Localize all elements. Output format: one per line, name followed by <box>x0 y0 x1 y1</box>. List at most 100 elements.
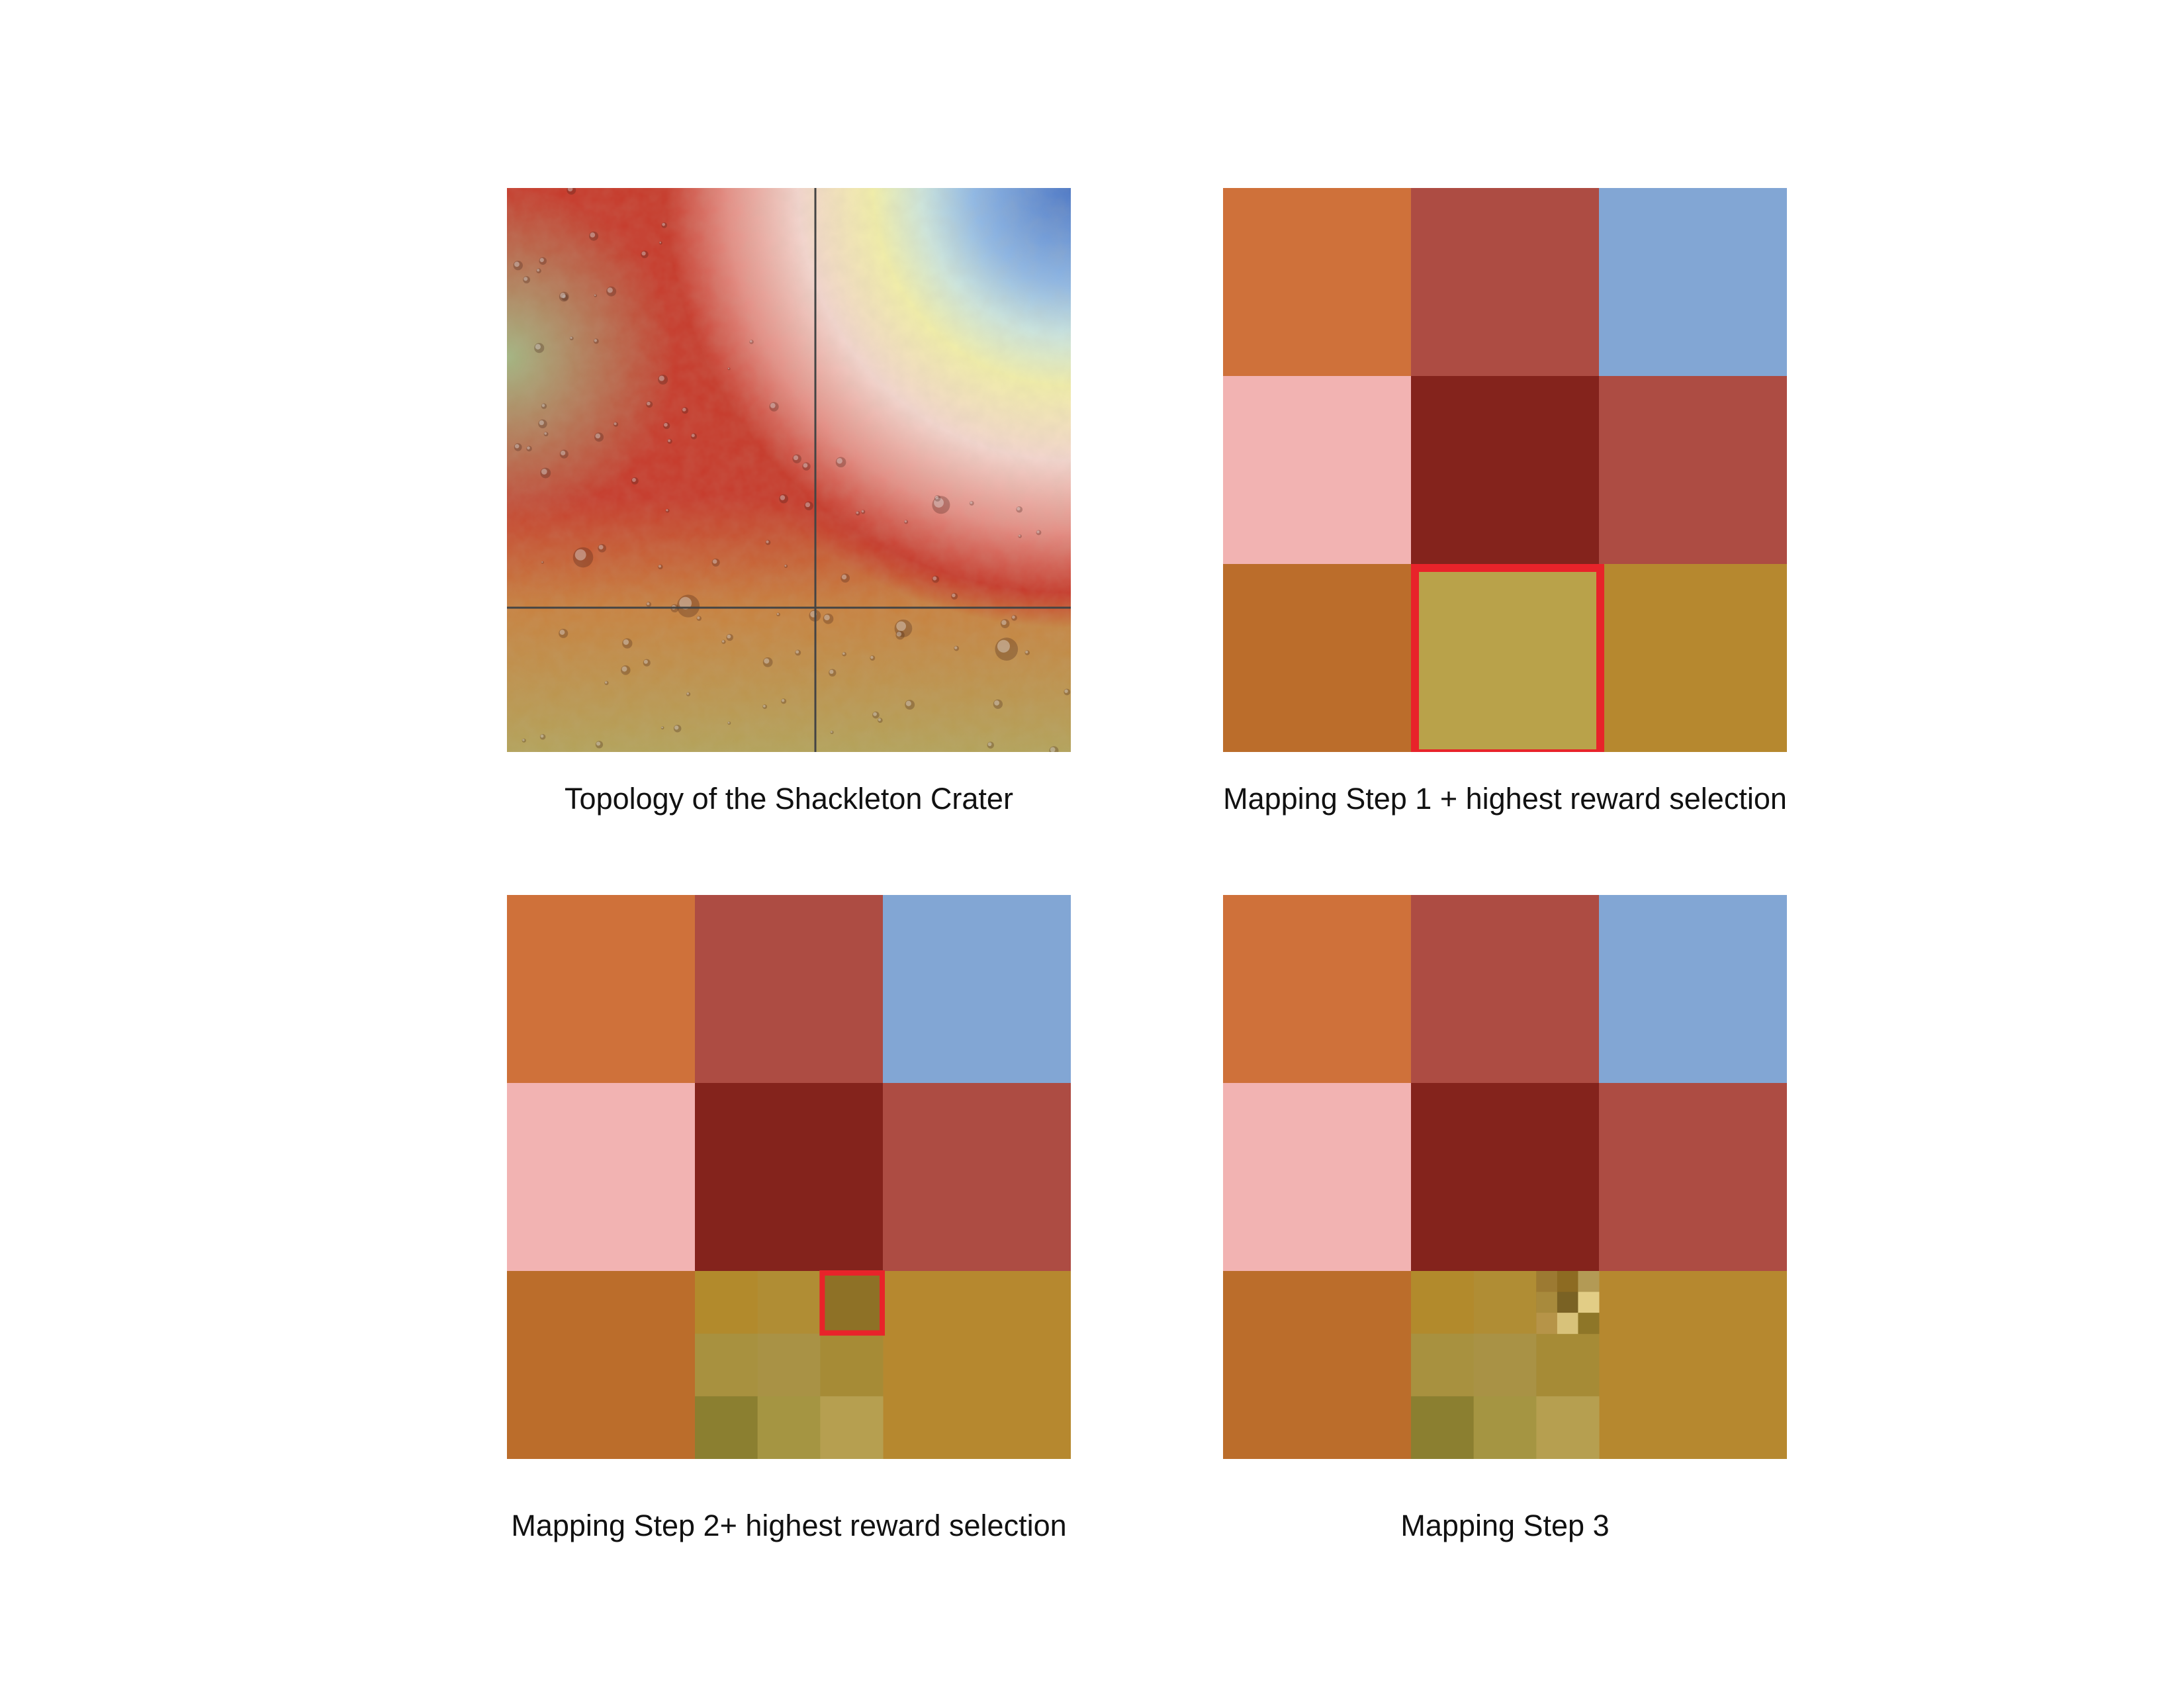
surface-crater <box>561 293 569 301</box>
surface-crater-highlight <box>561 450 566 455</box>
surface-crater-highlight <box>662 222 665 226</box>
surface-crater <box>598 543 607 553</box>
subgrid-cell-2-2 <box>820 1396 884 1459</box>
surface-crater <box>658 374 668 385</box>
surface-crater-highlight <box>1012 615 1015 619</box>
surface-crater <box>779 494 788 504</box>
surface-crater-highlight <box>829 669 834 675</box>
surface-crater-highlight <box>905 700 911 706</box>
surface-crater <box>776 612 780 617</box>
surface-crater-highlight <box>522 739 525 741</box>
surface-crater <box>513 260 523 271</box>
subgrid-cell-1-0 <box>1411 1333 1475 1397</box>
subsubgrid-cell-0-2 <box>1578 1271 1600 1293</box>
mapping-step-3-grid <box>1223 895 1787 1459</box>
subsubgrid-cell-1-1 <box>1557 1291 1578 1313</box>
surface-crater-highlight <box>659 375 664 381</box>
surface-crater <box>894 619 913 637</box>
surface-crater-highlight <box>686 692 689 695</box>
surface-crater-highlight <box>668 439 671 442</box>
surface-crater <box>934 495 941 502</box>
surface-crater <box>593 338 599 344</box>
surface-crater <box>969 500 974 506</box>
surface-crater <box>904 520 909 524</box>
surface-crater-highlight <box>987 742 992 747</box>
subgrid-cell-1-2 <box>1536 1333 1600 1397</box>
surface-crater-highlight <box>682 408 686 412</box>
surface-crater <box>538 419 547 428</box>
surface-crater-highlight <box>679 596 692 610</box>
surface-crater-highlight <box>527 446 530 450</box>
surface-crater-highlight <box>1025 650 1028 654</box>
surface-crater-highlight <box>607 287 613 293</box>
surface-crater-highlight <box>560 293 566 299</box>
surface-crater <box>621 665 631 675</box>
surface-crater <box>727 367 731 371</box>
surface-crater <box>540 467 551 479</box>
surface-crater-highlight <box>784 565 787 567</box>
surface-crater-highlight <box>691 434 695 438</box>
surface-crater <box>765 539 771 545</box>
surface-crater <box>870 655 876 661</box>
surface-crater-highlight <box>674 725 679 730</box>
surface-crater <box>855 510 860 516</box>
surface-crater <box>673 724 682 733</box>
surface-crater <box>1018 534 1022 538</box>
surface-crater <box>594 294 598 297</box>
surface-crater <box>762 704 768 709</box>
surface-crater <box>661 222 667 228</box>
surface-crater <box>951 592 958 600</box>
surface-crater <box>721 639 726 644</box>
surface-crater <box>804 501 813 510</box>
subgrid-cell-2-0 <box>695 1396 758 1459</box>
grid-cell-2-0 <box>1223 564 1412 752</box>
subsubgrid-cell-2-2 <box>1578 1313 1600 1335</box>
surface-crater <box>569 336 574 341</box>
surface-crater-highlight <box>952 593 956 598</box>
surface-crater <box>878 718 883 724</box>
surface-crater <box>594 432 604 442</box>
subgrid-cell-0-0 <box>695 1271 758 1335</box>
surface-crater <box>604 680 609 685</box>
surface-crater <box>762 657 773 667</box>
grid-cell-0-2 <box>883 895 1071 1084</box>
surface-crater <box>567 188 576 195</box>
surface-crater <box>622 638 633 649</box>
surface-crater-highlight <box>595 433 601 439</box>
surface-crater-highlight <box>793 455 799 461</box>
surface-crater-highlight <box>1017 506 1021 511</box>
surface-crater <box>769 402 779 412</box>
surface-crater-highlight <box>544 432 547 435</box>
surface-crater-highlight <box>664 422 668 427</box>
surface-crater-highlight <box>1064 689 1068 693</box>
subsubgrid-cell-2-1 <box>1557 1313 1578 1335</box>
subgrid-cell-2-1 <box>1473 1396 1537 1459</box>
surface-crater <box>539 257 547 265</box>
surface-crater <box>1049 746 1059 752</box>
surface-crater <box>606 286 617 297</box>
surface-crater-highlight <box>933 576 937 581</box>
surface-crater-highlight <box>796 650 799 654</box>
surface-crater-highlight <box>870 655 874 659</box>
surface-crater-highlight <box>559 630 565 635</box>
surface-crater <box>987 741 995 749</box>
surface-crater-highlight <box>954 646 958 649</box>
surface-crater <box>1036 530 1042 536</box>
surface-crater <box>541 403 547 409</box>
surface-crater-highlight <box>541 469 547 475</box>
surface-crater <box>641 250 649 259</box>
grid-cell-2-2 <box>1599 1271 1787 1459</box>
surface-crater-highlight <box>574 549 586 561</box>
surface-crater-highlight <box>861 510 864 513</box>
surface-crater-highlight <box>647 602 650 606</box>
subgrid-cell-2-2 <box>1536 1396 1600 1459</box>
surface-crater-highlight <box>727 722 730 724</box>
surface-crater <box>667 439 672 444</box>
surface-crater <box>1016 506 1023 513</box>
grid-cell-0-2 <box>1599 188 1787 377</box>
grid-cell-2-0 <box>507 1271 696 1459</box>
grid-cell-0-0 <box>1223 895 1412 1084</box>
surface-crater-highlight <box>994 700 1000 706</box>
surface-crater-highlight <box>1036 530 1040 534</box>
surface-crater-highlight <box>614 422 617 426</box>
